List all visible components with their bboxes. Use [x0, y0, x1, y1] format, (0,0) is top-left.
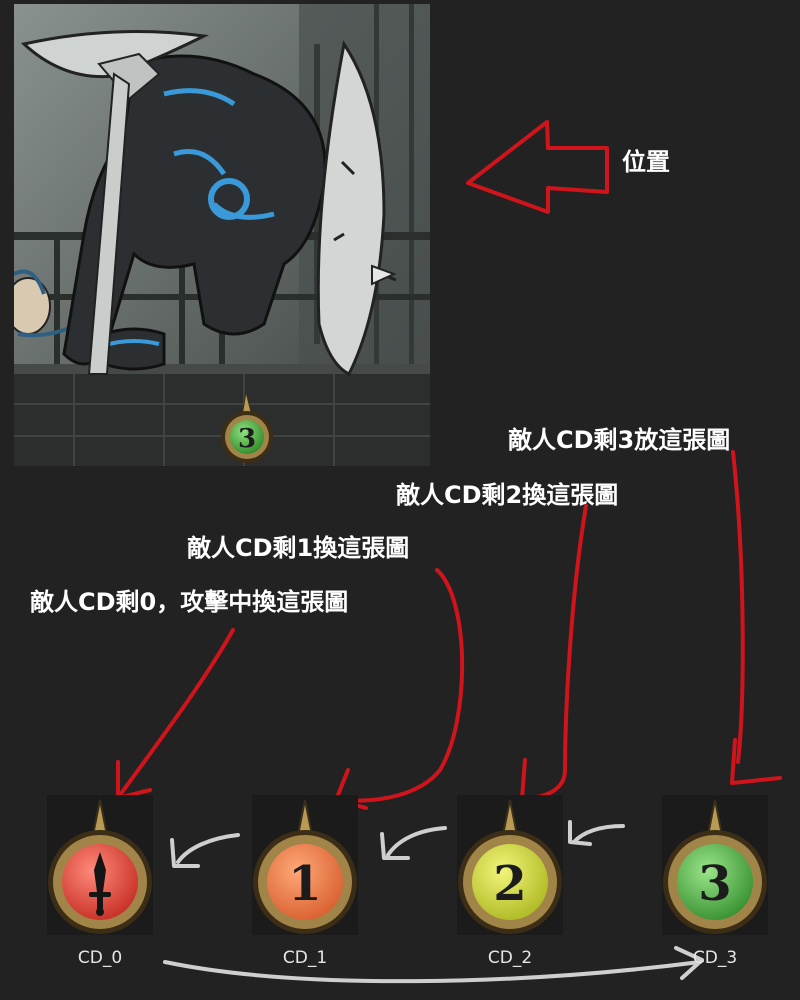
cd-1-number: 1: [288, 856, 321, 912]
cd-3-icon: 3: [662, 795, 768, 935]
gray-arrow-2-to-1: [386, 826, 447, 857]
annotation-cd1: 敵人CD剩1換這張圖: [187, 534, 410, 562]
cd-3-label: CD_3: [692, 948, 738, 968]
arrow-cd1: [338, 568, 465, 803]
cd-2-label: CD_2: [487, 948, 533, 968]
cd-0-label: CD_0: [77, 948, 123, 968]
annotation-cd0: 敵人CD剩0，攻擊中換這張圖: [30, 588, 349, 616]
enemy-scene-image: 3: [14, 4, 430, 466]
scene-cd-badge-number: 3: [238, 424, 256, 454]
arrow-cd2: [523, 504, 588, 800]
cd-2-number: 2: [493, 856, 526, 912]
scene-cd-badge: 3: [221, 391, 273, 463]
cd-1-label: CD_1: [282, 948, 328, 968]
sword-icon: [89, 852, 111, 916]
arrow-cd0: [118, 628, 235, 797]
cd-3-number: 3: [698, 856, 731, 912]
arrow-cd3: [731, 450, 745, 764]
gray-arrow-0-to-3: [163, 960, 702, 984]
cd-2-icon: 2: [457, 795, 563, 935]
annotation-position: 位置: [622, 148, 670, 176]
cd-0-icon: [47, 795, 153, 935]
annotation-cd2: 敵人CD剩2換這張圖: [396, 481, 619, 509]
position-arrow: [466, 120, 609, 214]
annotation-cd3: 敵人CD剩3放這張圖: [508, 426, 731, 454]
gray-arrow-3-to-2: [572, 824, 625, 844]
cd-1-icon: 1: [252, 795, 358, 935]
gray-arrow-1-to-0: [176, 833, 240, 864]
